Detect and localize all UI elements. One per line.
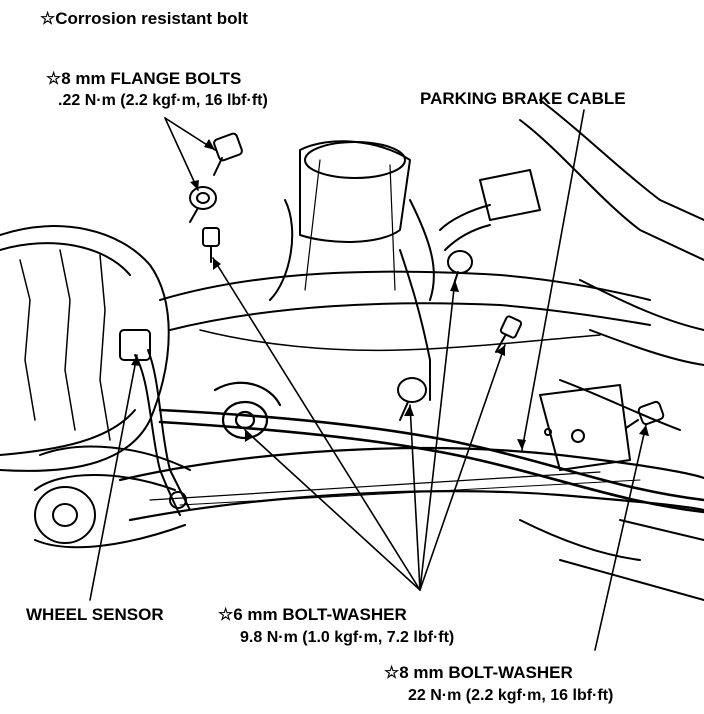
bolt-washer-6mm-title: ☆6 mm BOLT-WASHER — [218, 605, 407, 624]
bolt-washer-6mm-spec: 9.8 N·m (1.0 kgf·m, 7.2 lbf·ft) — [240, 629, 455, 646]
flange-bolts-title: ☆8 mm FLANGE BOLTS — [46, 69, 242, 88]
flange-bolts-spec: .22 N·m (2.2 kgf·m, 16 lbf·ft) — [58, 92, 268, 109]
brake-hose — [399, 204, 491, 401]
flange-bolt-2-icon — [189, 186, 217, 223]
parking-brake-cable-label: PARKING BRAKE CABLE — [420, 89, 626, 108]
brake-disc — [0, 225, 170, 472]
arrow-heads — [131, 139, 649, 450]
lower-knuckle-bushing — [34, 445, 191, 549]
bolt-washer-8mm-icon — [625, 400, 665, 429]
flange-bolt-1-icon — [213, 132, 243, 176]
cable-bracket — [479, 169, 631, 471]
rear-crossmember — [519, 99, 704, 601]
bolt-washer-6mm-b-icon — [447, 250, 473, 291]
bolt-washer-6mm-a-icon — [202, 227, 220, 263]
leader-lines — [89, 109, 647, 651]
upper-arm — [159, 270, 651, 352]
wheel-sensor-label: WHEEL SENSOR — [26, 605, 164, 624]
bolt-washer-8mm-spec: 22 N·m (2.2 kgf·m, 16 lbf·ft) — [408, 687, 614, 704]
legend-corrosion-resistant: ☆Corrosion resistant bolt — [40, 9, 248, 28]
shock-absorber — [269, 140, 435, 301]
bolt-washer-8mm-title: ☆8 mm BOLT-WASHER — [384, 663, 573, 682]
bolt-washer-6mm-c-icon — [397, 377, 427, 421]
bolt-washer-6mm-d-icon — [495, 315, 523, 353]
